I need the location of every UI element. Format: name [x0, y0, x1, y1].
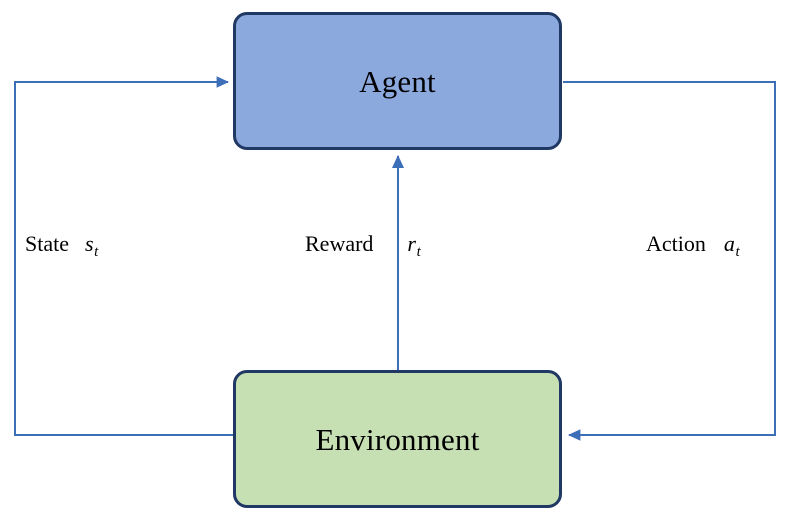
action-variable-subscript: t [735, 243, 740, 260]
reward-edge-word: Reward [305, 231, 374, 256]
action-edge-word: Action [646, 231, 706, 256]
action-connector [563, 81, 776, 441]
state-connector [14, 76, 233, 436]
action-variable-symbol: a [723, 231, 735, 256]
action-edge-variable: at [723, 231, 740, 260]
node-agent-label: Agent [359, 63, 436, 99]
reward-variable-subscript: t [416, 243, 421, 260]
reward-edge-label: Reward rt [305, 231, 421, 260]
reward-edge-variable: rt [407, 231, 420, 260]
node-environment[interactable]: Environment [233, 370, 562, 508]
state-variable-symbol: s [85, 231, 94, 256]
state-edge-word: State [25, 231, 69, 256]
state-edge-variable: st [85, 231, 98, 260]
reward-variable-symbol: r [407, 231, 416, 256]
node-agent[interactable]: Agent [233, 12, 562, 150]
node-environment-label: Environment [315, 421, 480, 457]
state-variable-subscript: t [94, 243, 99, 260]
